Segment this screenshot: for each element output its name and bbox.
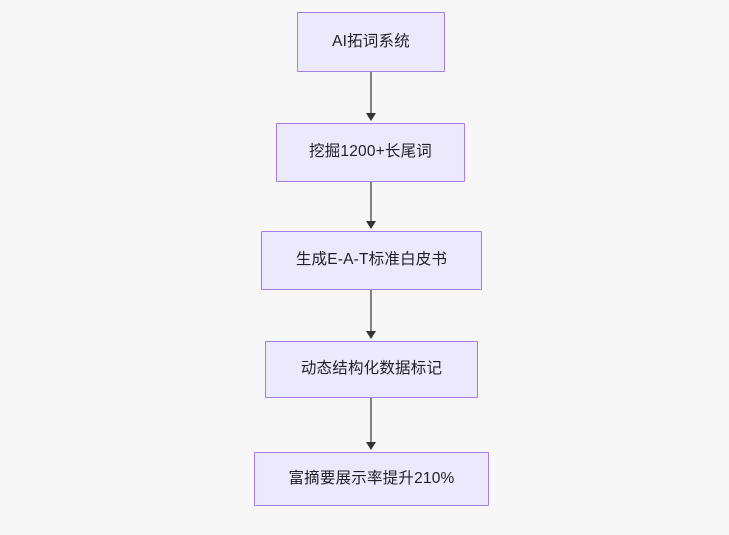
flowchart-node-1-label: AI拓词系统 — [332, 32, 410, 50]
flowchart-node-1[interactable]: AI拓词系统 — [297, 12, 445, 72]
flowchart-node-5-label: 富摘要展示率提升210% — [288, 469, 455, 487]
flowchart-edge-4-line — [370, 398, 372, 444]
flowchart-node-2[interactable]: 挖掘1200+长尾词 — [276, 123, 465, 182]
flowchart-edge-1-arrowhead-icon — [366, 113, 376, 121]
flowchart-node-3[interactable]: 生成E-A-T标准白皮书 — [261, 231, 482, 290]
flowchart-node-5[interactable]: 富摘要展示率提升210% — [254, 452, 489, 506]
flowchart-edge-3-arrowhead-icon — [366, 331, 376, 339]
flowchart-node-4-label: 动态结构化数据标记 — [300, 360, 443, 378]
flowchart-node-2-label: 挖掘1200+长尾词 — [308, 143, 433, 161]
flowchart-edge-2-arrowhead-icon — [366, 221, 376, 229]
flowchart-edge-2-line — [370, 182, 372, 223]
flowchart-node-4[interactable]: 动态结构化数据标记 — [265, 341, 478, 398]
flowchart-node-3-label: 生成E-A-T标准白皮书 — [295, 251, 448, 269]
flowchart-edge-4-arrowhead-icon — [366, 442, 376, 450]
flowchart-edge-3-line — [370, 290, 372, 333]
flowchart-edge-1-line — [370, 72, 372, 115]
